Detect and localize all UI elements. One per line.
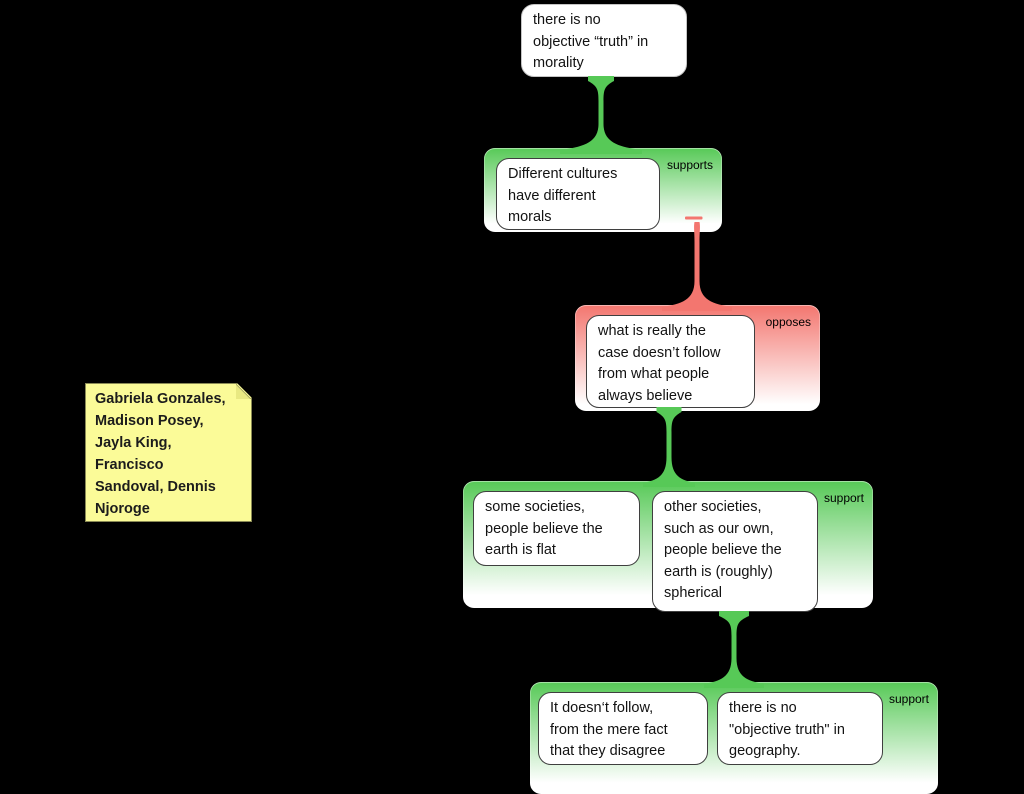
premise-text: It doesn‘t follow, from the mere fact th… <box>550 700 668 759</box>
argument-map-canvas: there is no objective “truth” in moralit… <box>0 4 938 794</box>
support-group-middle-label: support <box>823 491 864 505</box>
support-group-middle[interactable]: support some societies, people believe t… <box>463 481 873 612</box>
supports-group[interactable]: supports Different cultures have differe… <box>484 148 722 232</box>
connector-premise-to-support <box>704 611 764 688</box>
reason-text: Different cultures have different morals <box>508 166 618 225</box>
premise-text: there is no "objective truth" in geograp… <box>729 700 845 759</box>
connector-claim-to-supports <box>560 76 642 154</box>
supports-group-label: supports <box>666 158 713 172</box>
claim-text: there is no objective “truth” in moralit… <box>533 12 649 71</box>
objection-box[interactable]: what is really the case doesn’t follow f… <box>586 315 755 408</box>
objection-text: what is really the case doesn’t follow f… <box>598 323 721 404</box>
premise-text: other societies, such as our own, people… <box>664 499 782 601</box>
connector-opposes-to-support <box>643 407 695 487</box>
claim-box[interactable]: there is no objective “truth” in moralit… <box>521 4 687 77</box>
premise-box-spherical-earth[interactable]: other societies, such as our own, people… <box>652 491 818 612</box>
premise-box-doesnt-follow[interactable]: It doesn‘t follow, from the mere fact th… <box>538 692 708 765</box>
premise-box-geography[interactable]: there is no "objective truth" in geograp… <box>717 692 883 765</box>
premise-box-flat-earth[interactable]: some societies, people believe the earth… <box>473 491 640 566</box>
opposes-group-label: opposes <box>765 315 811 329</box>
support-group-bottom[interactable]: support It doesn‘t follow, from the mere… <box>530 682 938 794</box>
opposes-group[interactable]: opposes what is really the case doesn’t … <box>575 305 820 411</box>
premise-text: some societies, people believe the earth… <box>485 499 603 558</box>
support-group-bottom-label: support <box>888 692 929 706</box>
sticky-note[interactable]: Gabriela Gonzales, Madison Posey, Jayla … <box>85 383 252 522</box>
reason-box[interactable]: Different cultures have different morals <box>496 158 660 230</box>
connector-supports-to-opposes <box>662 222 732 311</box>
sticky-note-text: Gabriela Gonzales, Madison Posey, Jayla … <box>95 391 226 517</box>
